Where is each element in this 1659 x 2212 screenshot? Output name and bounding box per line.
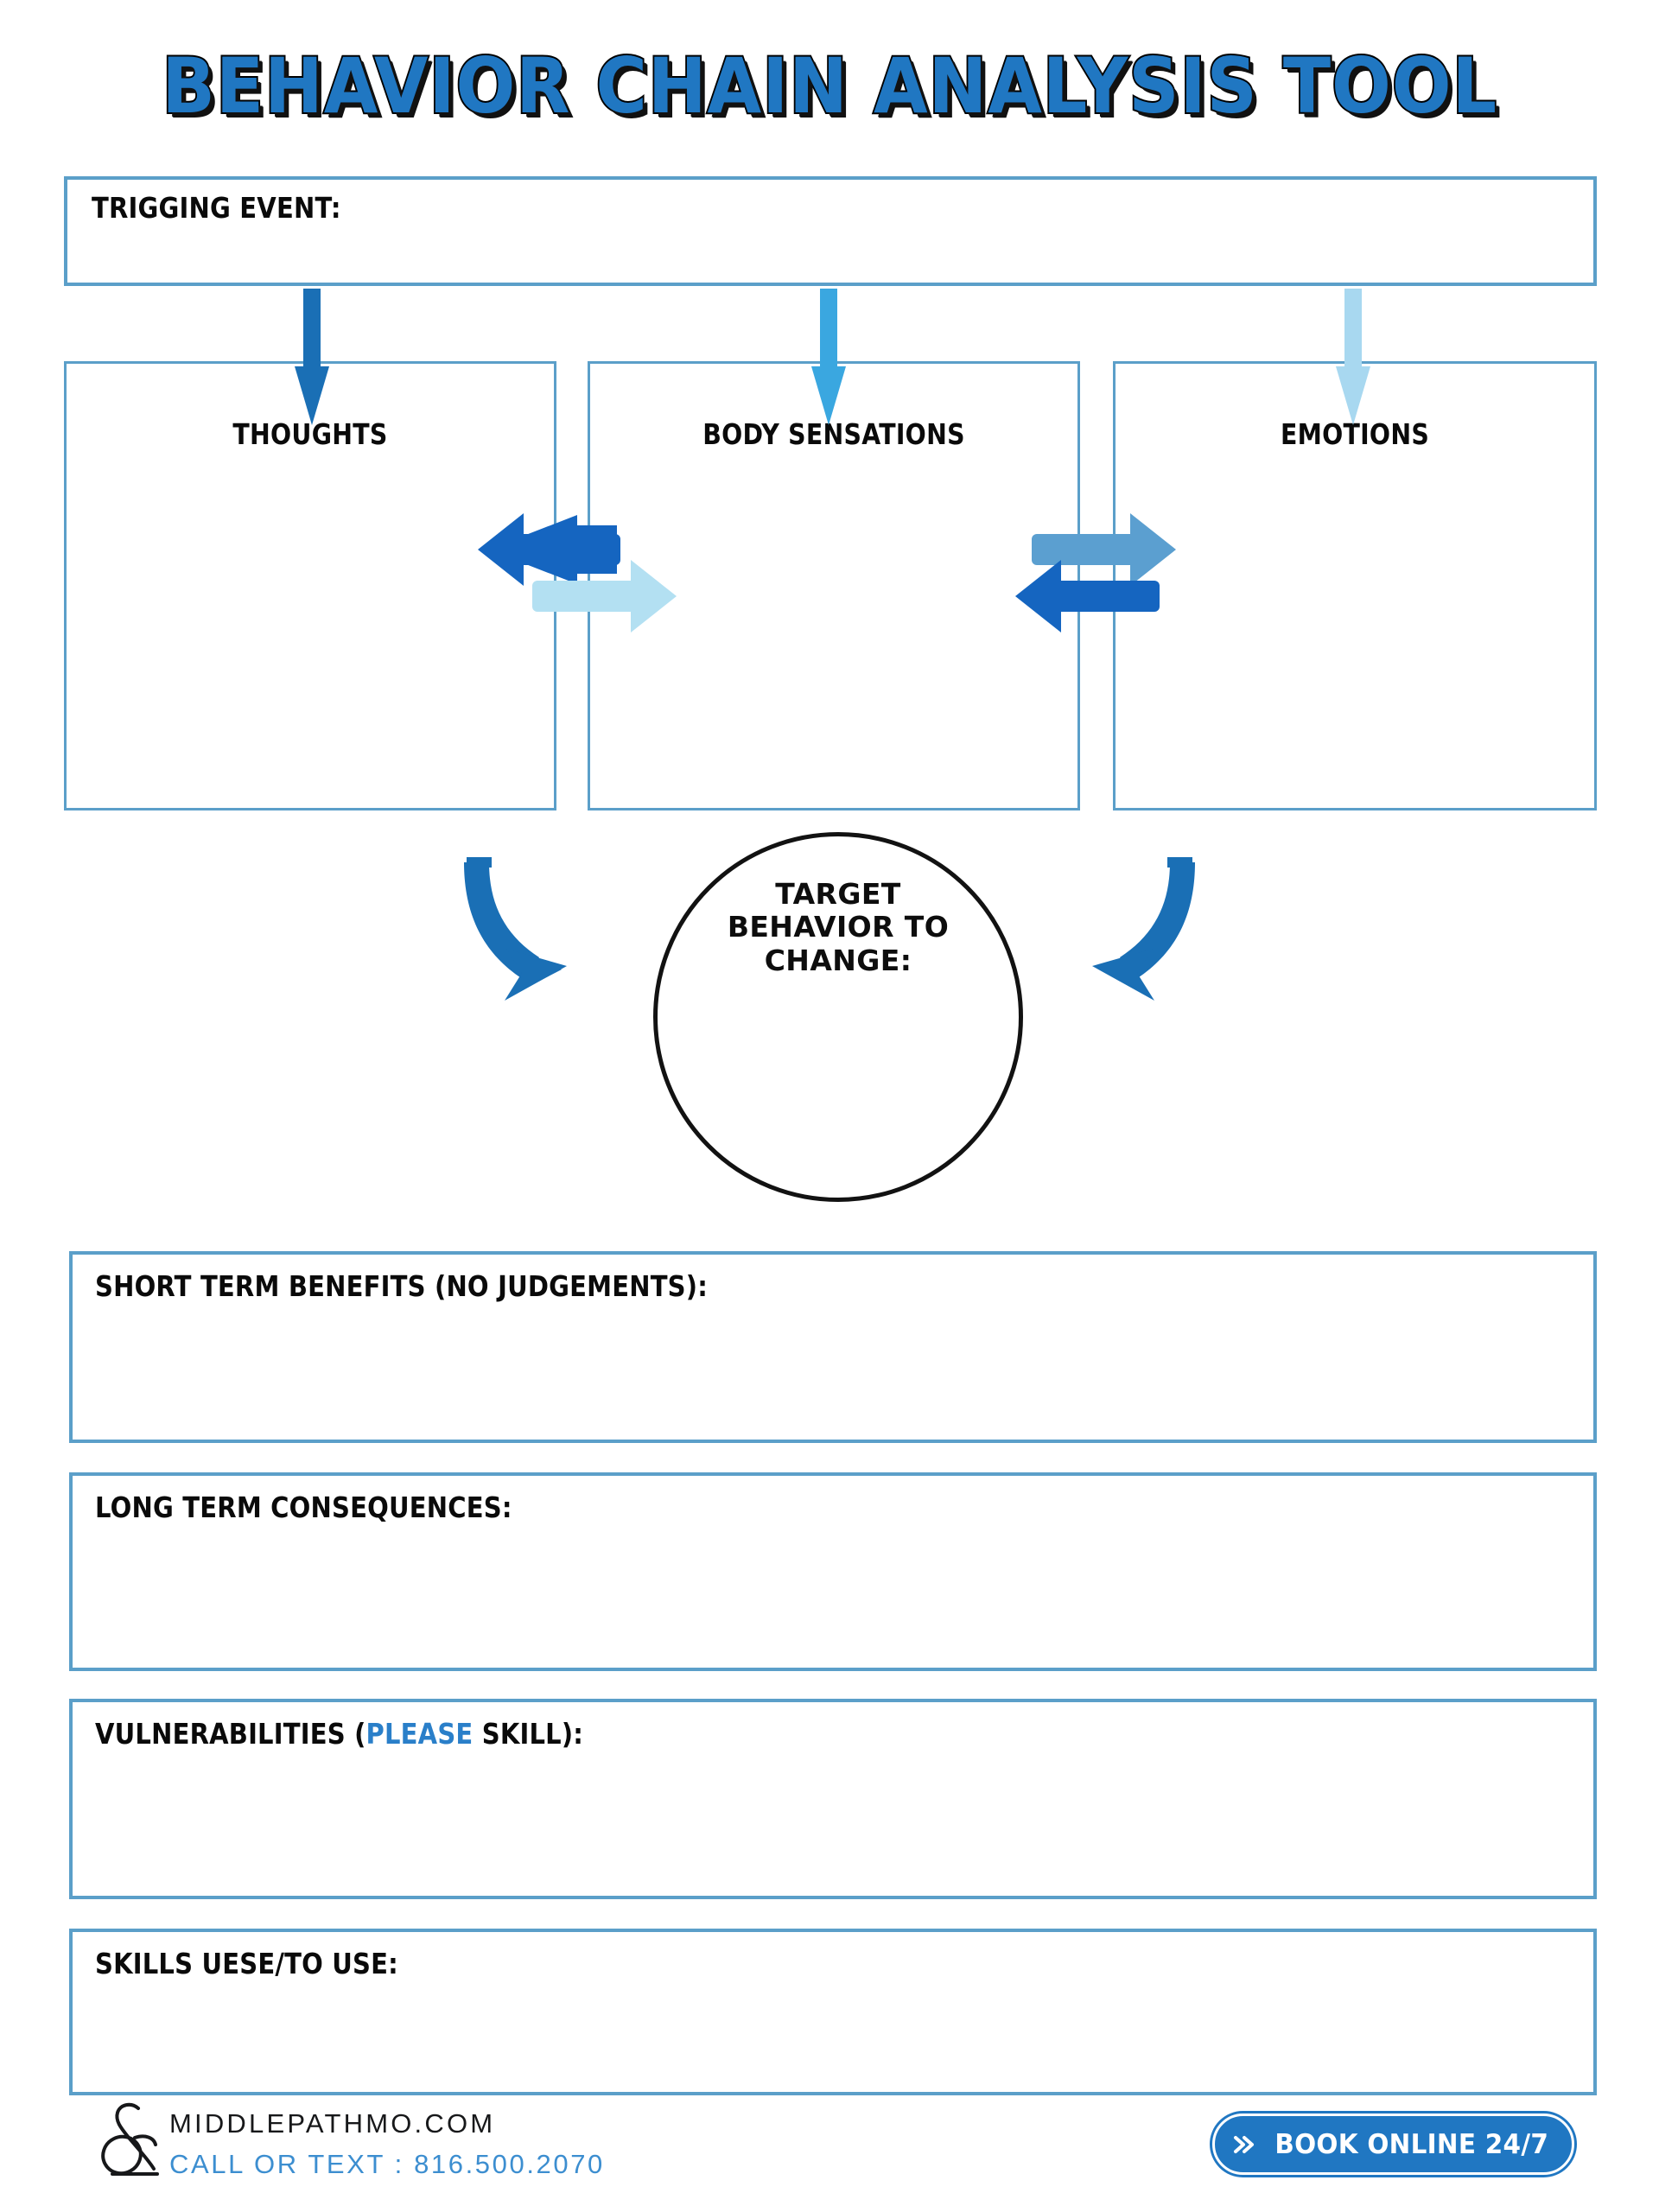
target-behavior-circle[interactable]: [653, 832, 1023, 1202]
ampersand-logo-icon: [101, 2102, 159, 2176]
target-behavior-label: TARGET BEHAVIOR TO CHANGE:: [653, 877, 1023, 977]
vulnerabilities-label-before: VULNERABILITIES (: [95, 1717, 366, 1751]
target-behavior-line-2: BEHAVIOR TO: [727, 910, 950, 944]
page-title: BEHAVIOR CHAIN ANALYSIS TOOL: [160, 41, 1498, 130]
book-online-button[interactable]: BOOK ONLINE 24/7: [1210, 2111, 1577, 2177]
footer-phone[interactable]: CALL OR TEXT : 816.500.2070: [169, 2149, 605, 2179]
chevron-double-right-icon: [1231, 2132, 1257, 2158]
short-term-benefits-label: SHORT TERM BENEFITS (NO JUDGEMENTS):: [95, 1269, 709, 1303]
curved-arrow-right-icon: [1092, 857, 1195, 1001]
long-term-consequences-field[interactable]: [69, 1472, 1597, 1671]
vulnerabilities-label: VULNERABILITIES (PLEASE SKILL):: [95, 1719, 583, 1748]
target-behavior-line-3: CHANGE:: [764, 943, 912, 977]
skills-to-use-field[interactable]: [69, 1929, 1597, 2095]
vulnerabilities-label-highlight: PLEASE: [365, 1717, 474, 1751]
short-term-benefits-field[interactable]: [69, 1251, 1597, 1443]
long-term-consequences-label: LONG TERM CONSEQUENCES:: [95, 1491, 512, 1524]
page-title-wrap: BEHAVIOR CHAIN ANALYSIS TOOL: [0, 41, 1659, 130]
vulnerabilities-field[interactable]: [69, 1699, 1597, 1899]
thoughts-label: THOUGHTS: [232, 417, 388, 451]
body-sensations-label: BODY SENSATIONS: [702, 417, 965, 451]
trigging-event-label: TRIGGING EVENT:: [92, 191, 341, 225]
book-online-label: BOOK ONLINE 24/7: [1274, 2128, 1548, 2160]
emotions-label: EMOTIONS: [1280, 417, 1430, 451]
vulnerabilities-label-after: SKILL):: [473, 1717, 584, 1751]
footer-website[interactable]: MIDDLEPATHMO.COM: [169, 2108, 496, 2139]
curved-arrow-left-icon: [464, 857, 567, 1001]
trigging-event-field[interactable]: [64, 176, 1597, 286]
skills-to-use-label: SKILLS UESE/TO USE:: [95, 1947, 398, 1980]
target-behavior-line-1: TARGET: [775, 877, 901, 911]
